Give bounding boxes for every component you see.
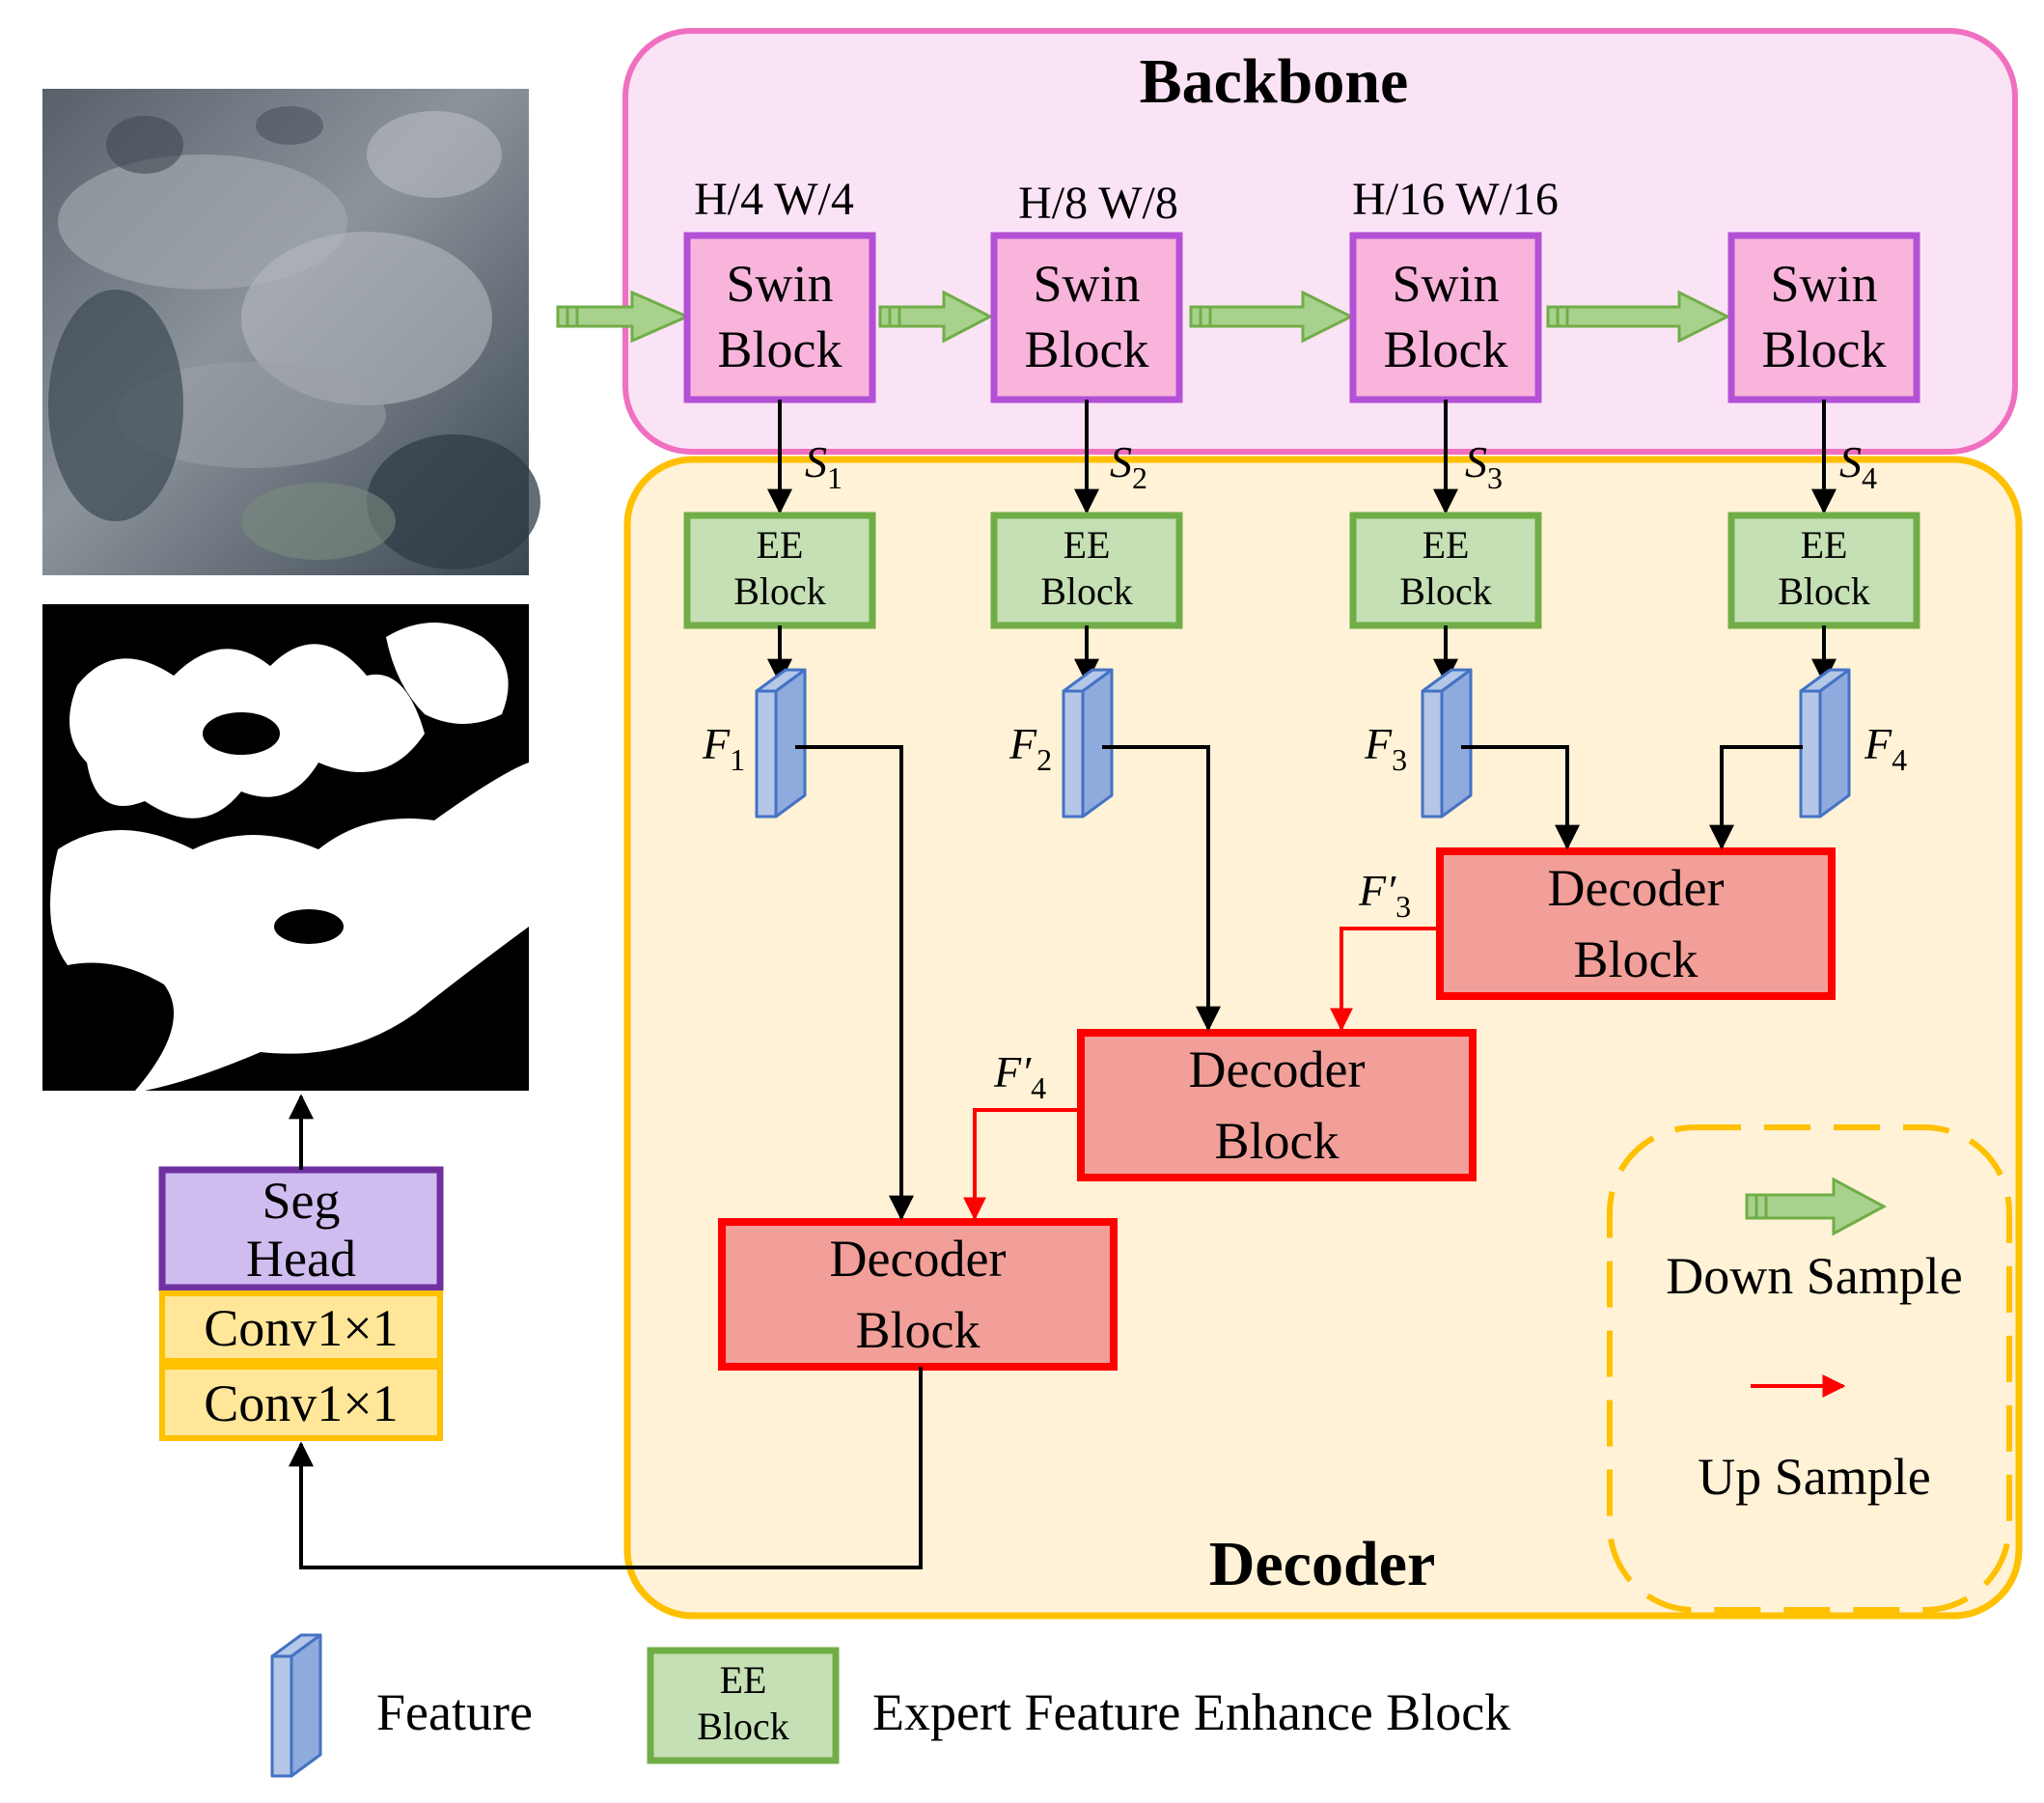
ee-block-2 xyxy=(990,512,1183,629)
segmentation-mask xyxy=(42,604,529,1091)
conv1x1-block-2 xyxy=(159,1364,443,1441)
legend-feature-label: Feature xyxy=(376,1683,533,1741)
legend-downsample-label: Down Sample xyxy=(1666,1247,1962,1305)
ee-block-1 xyxy=(683,512,876,629)
decoder-middle-label-1: Decoder xyxy=(1189,1040,1366,1098)
legend-ee-block xyxy=(647,1647,840,1764)
ee-block-3 xyxy=(1349,512,1542,629)
swin-label-3a: Swin xyxy=(1392,255,1499,313)
legend-ee-description: Expert Feature Enhance Block xyxy=(872,1683,1510,1741)
skip-label-3: S3 xyxy=(1465,437,1503,495)
decoder-title: Decoder xyxy=(1209,1529,1436,1599)
seg-head-label-1: Seg xyxy=(262,1172,341,1230)
seg-head-label-2: Head xyxy=(246,1230,356,1288)
ee-label-2b: Block xyxy=(1040,569,1133,613)
legend-ee-label-2: Block xyxy=(697,1705,789,1748)
decoder-to-head-arrow xyxy=(289,1367,923,1569)
downsample-arrow xyxy=(1189,290,1355,344)
backbone-container xyxy=(622,28,2018,455)
backbone-title: Backbone xyxy=(1140,46,1409,117)
decoder-bottom-label-2: Block xyxy=(856,1301,981,1359)
sampling-legend-box xyxy=(1607,1124,2012,1613)
feature-map-1 xyxy=(755,668,807,818)
decoder-block-top xyxy=(1436,847,1836,1000)
legend-upsample-label: Up Sample xyxy=(1698,1448,1930,1506)
legend-feature-icon xyxy=(270,1633,322,1778)
swin-block-1 xyxy=(683,232,876,403)
feature-map-2 xyxy=(1062,668,1114,818)
f1-to-decoder-arrow xyxy=(795,745,914,1221)
ee-label-3a: EE xyxy=(1423,523,1470,567)
decoder-top-label-2: Block xyxy=(1574,930,1699,988)
seg-head-box xyxy=(158,1166,444,1291)
ee-label-1b: Block xyxy=(733,569,826,613)
feature-map-4 xyxy=(1799,668,1851,818)
skip-label-4: S4 xyxy=(1839,437,1877,495)
upsample-arrow-2 xyxy=(963,1108,1081,1221)
swin-label-2b: Block xyxy=(1025,320,1149,378)
legend-ee-label-1: EE xyxy=(720,1658,767,1702)
legend-downsample-arrow xyxy=(1745,1177,1888,1236)
f4-to-decoder-arrow xyxy=(1709,745,1803,850)
decoder-top-label-1: Decoder xyxy=(1548,859,1725,917)
feature-label-3: F3 xyxy=(1364,719,1407,777)
swin-label-4b: Block xyxy=(1762,320,1887,378)
resolution-label-3: H/16 W/16 xyxy=(1352,174,1559,225)
swin-label-2a: Swin xyxy=(1033,255,1140,313)
conv1x1-label-1: Conv1×1 xyxy=(204,1299,398,1357)
decoder-middle-label-2: Block xyxy=(1215,1112,1340,1170)
input-image xyxy=(42,89,540,575)
downsample-arrow xyxy=(556,290,691,344)
feature-label-2: F2 xyxy=(1008,719,1052,777)
downsample-arrow xyxy=(878,290,994,344)
resolution-label-2: H/8 W/8 xyxy=(1018,178,1178,229)
ee-label-2a: EE xyxy=(1063,523,1111,567)
f2-to-decoder-arrow xyxy=(1102,745,1221,1032)
upsampled-feature-label-4: F′4 xyxy=(993,1047,1046,1105)
conv1x1-block-1 xyxy=(159,1290,443,1364)
upsample-arrow-1 xyxy=(1330,927,1440,1032)
decoder-block-middle xyxy=(1077,1029,1477,1181)
swin-label-4a: Swin xyxy=(1770,255,1877,313)
skip-label-1: S1 xyxy=(805,437,842,495)
feature-label-4: F4 xyxy=(1864,719,1907,777)
upsampled-feature-label-3: F′3 xyxy=(1358,866,1411,924)
conv1x1-label-2: Conv1×1 xyxy=(204,1374,398,1432)
swin-label-1b: Block xyxy=(718,320,842,378)
downsample-arrow xyxy=(1546,290,1731,344)
decoder-bottom-label-1: Decoder xyxy=(830,1230,1007,1288)
feature-map-3 xyxy=(1421,668,1473,818)
ee-label-4b: Block xyxy=(1778,569,1870,613)
ee-label-4a: EE xyxy=(1801,523,1848,567)
swin-label-1a: Swin xyxy=(726,255,833,313)
swin-block-2 xyxy=(990,232,1183,403)
feature-label-1: F1 xyxy=(702,719,745,777)
ee-block-4 xyxy=(1727,512,1920,629)
skip-label-2: S2 xyxy=(1110,437,1147,495)
ee-label-1a: EE xyxy=(757,523,804,567)
swin-label-3b: Block xyxy=(1384,320,1508,378)
decoder-block-bottom xyxy=(718,1218,1118,1371)
ee-label-3b: Block xyxy=(1399,569,1492,613)
resolution-label-1: H/4 W/4 xyxy=(694,174,854,225)
f3-to-decoder-arrow xyxy=(1461,745,1580,850)
